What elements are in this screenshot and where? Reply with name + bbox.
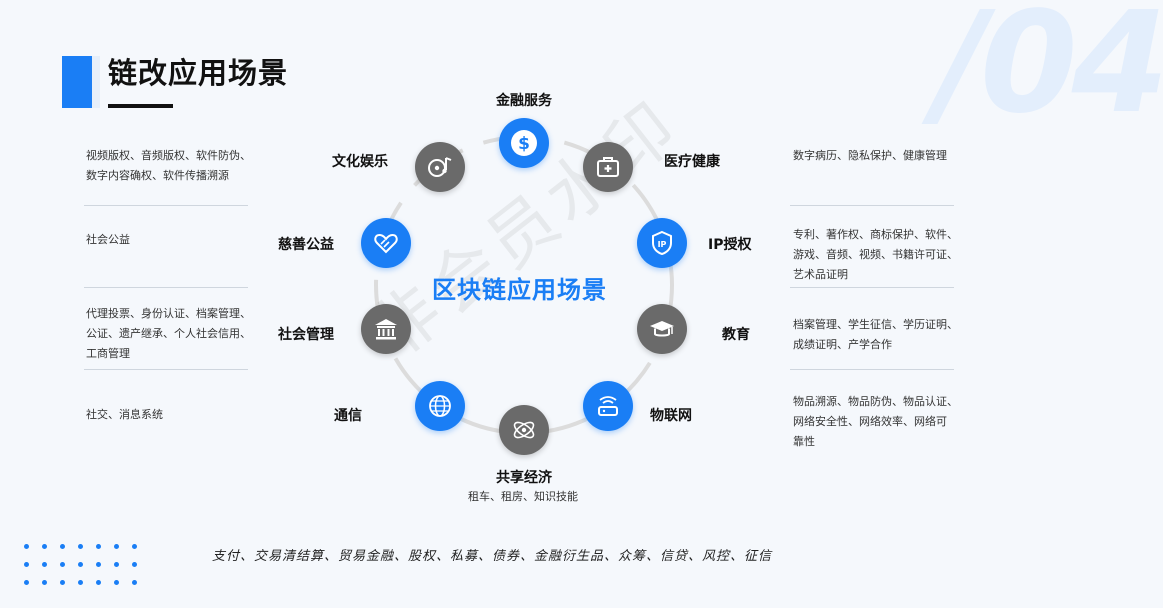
text-line: 游戏、音频、视频、书籍许可证、	[793, 248, 958, 261]
text-line: 数字内容确权、软件传播溯源	[86, 169, 229, 182]
heart-hands-icon	[374, 233, 398, 254]
text-line: 代理投票、身份认证、档案管理、	[86, 307, 251, 320]
right-block-2: 专利、著作权、商标保护、软件、 游戏、音频、视频、书籍许可证、 艺术品证明	[793, 225, 958, 285]
divider	[84, 205, 248, 206]
title-underline	[108, 104, 173, 108]
divider	[84, 287, 248, 288]
node-label-education: 教育	[722, 327, 750, 343]
text-line: 社交、消息系统	[86, 408, 163, 421]
medical-kit-icon	[597, 157, 619, 177]
title-accent-bar	[62, 56, 100, 108]
svg-text:IP: IP	[658, 240, 667, 249]
divider	[790, 205, 954, 206]
slide: /04 链改应用场景 非会员水印 区块链应用场景 视频版权、音频版权、软件防伪、…	[24, 0, 1163, 585]
section-number: /04	[935, 0, 1163, 145]
right-block-3: 档案管理、学生征信、学历证明、 成绩证明、产学合作	[793, 315, 958, 355]
svg-text:$: $	[518, 134, 530, 154]
text-line: 网络安全性、网络效率、网络可	[793, 415, 947, 428]
text-line: 档案管理、学生征信、学历证明、	[793, 318, 958, 331]
graduation-cap-icon	[650, 321, 674, 337]
left-block-4: 社交、消息系统	[86, 405, 163, 425]
node-sub-sharing-economy: 租车、租房、知识技能	[468, 490, 578, 503]
node-charity[interactable]	[361, 218, 411, 268]
text-line: 公证、遗产继承、个人社会信用、	[86, 327, 251, 340]
node-iot[interactable]	[583, 381, 633, 431]
music-disc-icon	[428, 157, 452, 177]
node-label-culture-entertainment: 文化娱乐	[332, 154, 388, 170]
left-block-3: 代理投票、身份认证、档案管理、 公证、遗产继承、个人社会信用、 工商管理	[86, 304, 251, 364]
right-block-4: 物品溯源、物品防伪、物品认证、 网络安全性、网络效率、网络可 靠性	[793, 392, 958, 452]
text-line: 视频版权、音频版权、软件防伪、	[86, 149, 251, 162]
node-ip[interactable]: IP	[637, 218, 687, 268]
text-line: 靠性	[793, 435, 815, 448]
globe-icon	[429, 395, 451, 417]
text-line: 物品溯源、物品防伪、物品认证、	[793, 395, 958, 408]
node-label-ip: IP授权	[708, 237, 752, 253]
node-communication[interactable]	[415, 381, 465, 431]
iot-router-icon	[598, 396, 618, 416]
ip-shield-icon: IP	[652, 230, 672, 256]
node-label-communication: 通信	[334, 408, 362, 424]
node-finance[interactable]: $	[499, 118, 549, 168]
atom-icon	[513, 421, 535, 439]
text-line: 专利、著作权、商标保护、软件、	[793, 228, 958, 241]
page-title: 链改应用场景	[108, 56, 289, 90]
divider	[790, 369, 954, 370]
node-label-social-management: 社会管理	[278, 327, 334, 343]
finance-scenarios-text: 支付、交易清结算、贸易金融、股权、私募、债券、金融衍生品、众筹、信贷、风控、征信	[212, 549, 773, 564]
node-label-iot: 物联网	[650, 408, 692, 424]
node-label-sharing-economy: 共享经济	[496, 470, 552, 486]
node-education[interactable]	[637, 304, 687, 354]
text-line: 成绩证明、产学合作	[793, 338, 892, 351]
dollar-icon: $	[511, 130, 537, 156]
dot-grid-decoration	[24, 544, 150, 585]
node-label-charity: 慈善公益	[278, 237, 334, 253]
text-line: 艺术品证明	[793, 268, 848, 281]
center-label: 区块链应用场景	[432, 276, 607, 304]
node-healthcare[interactable]	[583, 142, 633, 192]
text-line: 工商管理	[86, 347, 130, 360]
text-line: 社会公益	[86, 233, 130, 246]
node-culture-entertainment[interactable]	[415, 142, 465, 192]
left-block-2: 社会公益	[86, 230, 130, 250]
text-line: 数字病历、隐私保护、健康管理	[793, 149, 947, 162]
government-building-icon	[375, 319, 397, 340]
left-block-1: 视频版权、音频版权、软件防伪、 数字内容确权、软件传播溯源	[86, 146, 251, 186]
right-block-1: 数字病历、隐私保护、健康管理	[793, 146, 947, 166]
node-label-healthcare: 医疗健康	[664, 154, 720, 170]
node-label-finance: 金融服务	[496, 93, 552, 109]
divider	[790, 287, 954, 288]
divider	[84, 369, 248, 370]
node-sharing-economy[interactable]	[499, 405, 549, 455]
node-social-management[interactable]	[361, 304, 411, 354]
